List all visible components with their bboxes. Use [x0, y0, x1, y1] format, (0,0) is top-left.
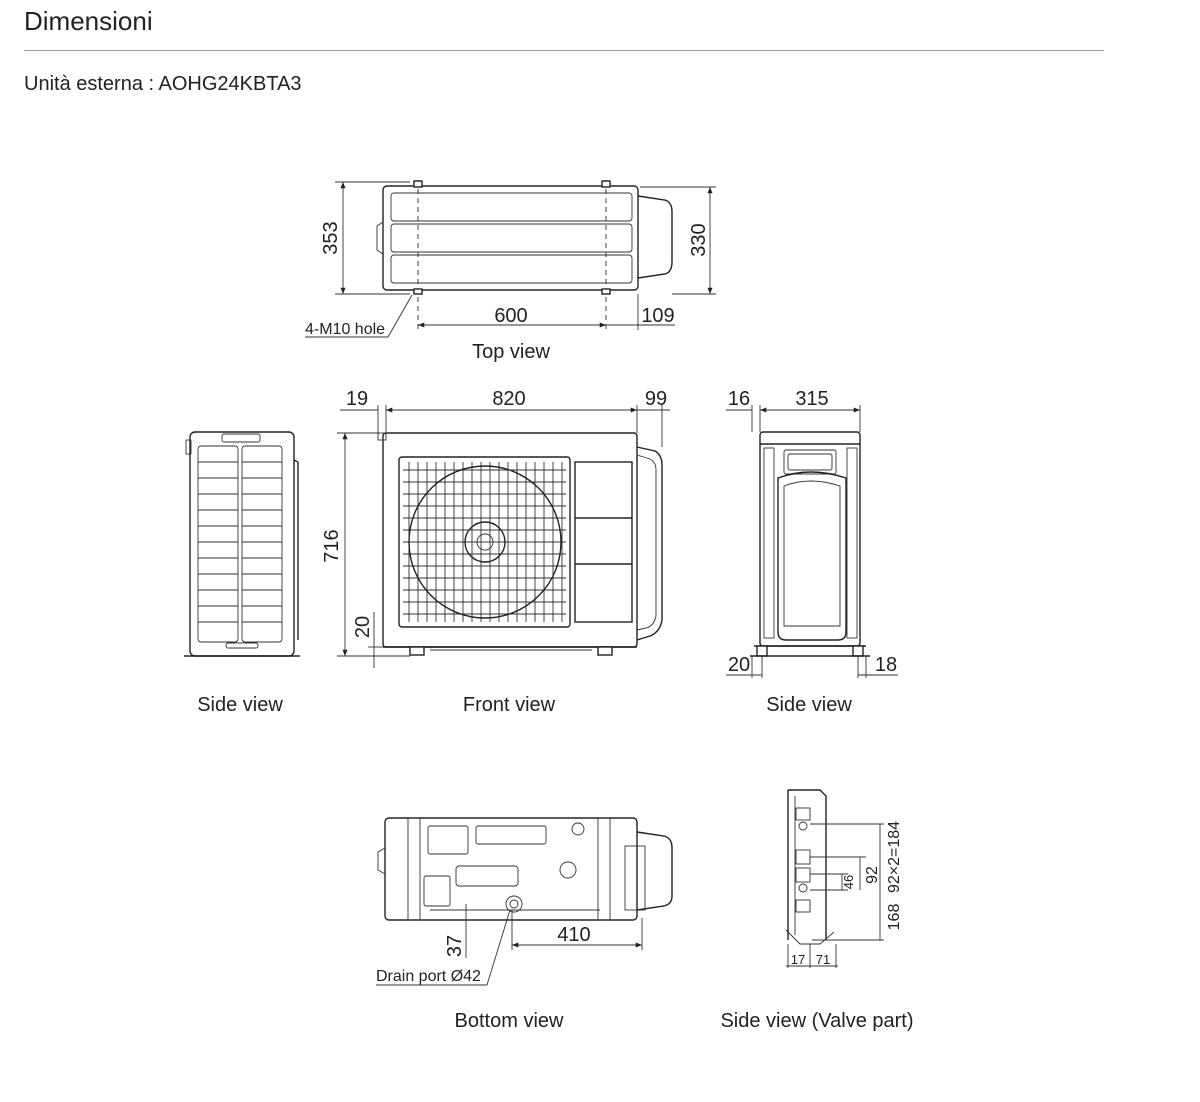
bottom-view-caption: Bottom view	[455, 1010, 564, 1032]
valve-17-dimension: 17	[791, 952, 805, 967]
side-left-dimension: 16	[728, 388, 750, 410]
side-foot-right-dimension: 18	[875, 654, 897, 676]
front-base-dimension: 20	[352, 616, 374, 638]
left-side-view-caption: Side view	[197, 694, 283, 716]
valve-92-dimension: 92	[864, 866, 881, 884]
front-view: 19 820 99 716 20 Front view	[321, 388, 670, 716]
right-side-view: 16 315 20 18 Side view	[726, 388, 898, 716]
mount-hole-label: 4-M10 hole	[305, 321, 385, 338]
front-width-dimension: 820	[492, 388, 525, 410]
valve-46-dimension: 46	[841, 875, 856, 889]
valve-71-dimension: 71	[816, 952, 830, 967]
fan-grille	[398, 456, 571, 628]
top-view: 353 330 600 109 4-M10 hole Top view	[305, 180, 716, 363]
side-foot-left-dimension: 20	[728, 654, 750, 676]
valve-pitch-dimension: 92×2=184	[886, 821, 903, 893]
top-depth-dimension: 353	[320, 221, 342, 254]
top-inner-depth-dimension: 330	[688, 223, 710, 256]
unit-model-label: Unità esterna : AOHG24KBTA3	[24, 73, 302, 95]
drain-port-label: Drain port Ø42	[376, 968, 481, 985]
title-divider	[24, 50, 1104, 51]
front-left-dimension: 19	[346, 388, 368, 410]
top-view-caption: Top view	[472, 341, 550, 363]
valve-168-dimension: 168	[886, 904, 903, 931]
valve-view-caption: Side view (Valve part)	[720, 1010, 913, 1032]
valve-part-view: 46 92 92×2=184 168 17 71 Side view (Valv…	[720, 789, 914, 1032]
side-depth-dimension: 315	[795, 388, 828, 410]
top-right-dimension: 109	[641, 305, 674, 327]
drain-position-dimension: 410	[557, 924, 590, 946]
bottom-view: 37 410 Drain port Ø42 Bottom view	[376, 817, 673, 1032]
front-view-caption: Front view	[463, 694, 556, 716]
drain-offset-dimension: 37	[444, 935, 466, 957]
front-height-dimension: 716	[321, 529, 343, 562]
front-right-dimension: 99	[645, 388, 667, 410]
louver-grid	[197, 445, 283, 643]
right-side-view-caption: Side view	[766, 694, 852, 716]
page-title: Dimensioni	[24, 6, 153, 36]
top-mount-dimension: 600	[494, 305, 527, 327]
left-side-view: Side view	[184, 431, 300, 716]
